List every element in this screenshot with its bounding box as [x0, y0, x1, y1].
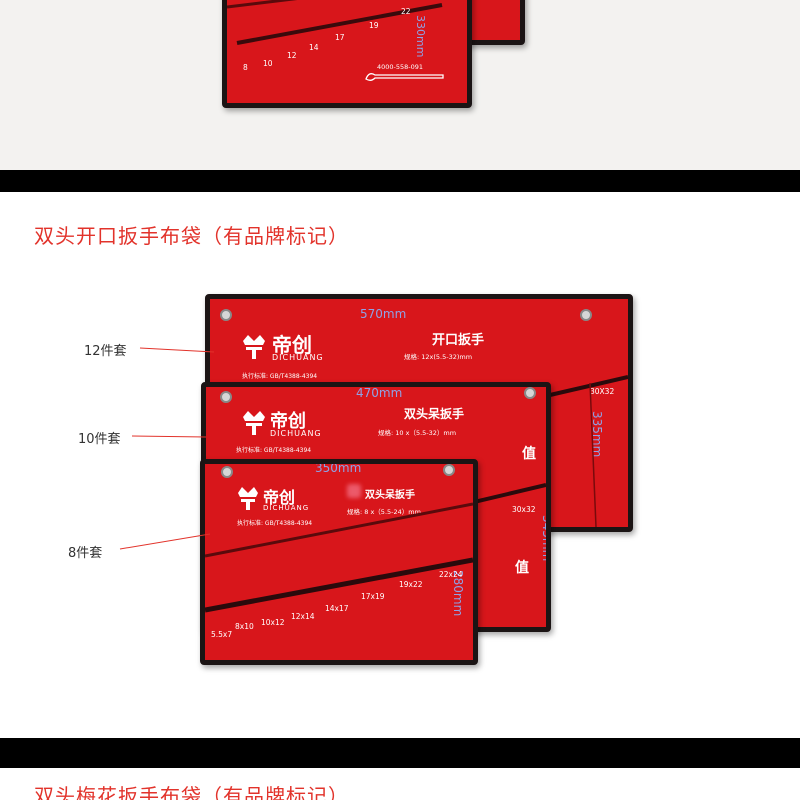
- top-phone: 4000-558-091: [377, 63, 424, 71]
- grommet-icon: [220, 309, 232, 321]
- top-pocket-lines: [227, 0, 443, 45]
- top-front-pouch: 8 10 12 14 17 19 22 330mm 4000-558-091: [222, 0, 472, 108]
- brand-name-cn: 帝创: [270, 411, 306, 432]
- pouch-8-piece: 帝创 DICHUANG 执行标准: GB/T4388-4394 双头呆扳手 规格…: [200, 459, 478, 665]
- grommet-icon: [580, 309, 592, 321]
- pouch-12-pocket-lines: [549, 375, 628, 527]
- slot-size-3: 12x14: [291, 612, 315, 621]
- width-dimension: 350mm: [315, 461, 362, 475]
- standard-text: 执行标准: GB/T4388-4394: [236, 447, 312, 454]
- grommet-icon: [220, 391, 232, 403]
- pouch-8-pocket-lines: [205, 502, 473, 613]
- partial-slogan-front: 值: [515, 560, 529, 576]
- product-title: 开口扳手: [432, 333, 485, 348]
- slot-size-4: 14x17: [325, 604, 349, 613]
- top-size-2: 12: [287, 51, 297, 60]
- grommet-icon: [221, 466, 233, 478]
- slot-size-6: 19x22: [399, 580, 423, 589]
- blurred-logo: [347, 484, 361, 498]
- section-open-end-wrench-pouches: 双头开口扳手布袋（有品牌标记） 帝创 DICHUANG 执行标准: GB/T43…: [0, 192, 800, 738]
- width-dimension: 470mm: [356, 386, 403, 400]
- top-photo: 8 10 12 14 17 19 22 330mm 4000-558-091: [0, 0, 800, 170]
- divider-band-2: [0, 738, 800, 768]
- slot-size-2: 10x12: [261, 618, 285, 627]
- grommet-icon: [443, 464, 455, 476]
- slot-size-5: 17x19: [361, 592, 385, 601]
- slot-size-0: 5.5x7: [211, 630, 233, 639]
- standard-text: 执行标准: GB/T4388-4394: [242, 373, 318, 380]
- crown-logo-icon: [238, 487, 258, 510]
- size-label: 30X32: [590, 387, 615, 396]
- section2-heading: 双头梅花扳手布袋（有品牌标记）: [34, 784, 349, 800]
- top-size-4: 17: [335, 33, 345, 42]
- section1-heading: 双头开口扳手布袋（有品牌标记）: [34, 224, 349, 248]
- size-label: 30x32: [512, 505, 536, 514]
- brand-name-en: DICHUANG: [270, 429, 322, 438]
- brand-name-cn: 帝创: [263, 488, 296, 507]
- top-size-0: 8: [243, 63, 248, 72]
- brand-name-cn: 帝创: [272, 333, 312, 357]
- product-spec: 规格: 12x(5.5-32)mm: [404, 353, 473, 361]
- width-dimension: 570mm: [360, 307, 407, 321]
- top-size-6: 22: [401, 7, 411, 16]
- top-size-1: 10: [263, 59, 273, 68]
- top-size-3: 14: [309, 43, 319, 52]
- product-title: 双头呆扳手: [404, 407, 465, 421]
- section-box-end-wrench-pouches: 双头梅花扳手布袋（有品牌标记）: [0, 768, 800, 800]
- callout-10-piece: 10件套: [78, 432, 121, 447]
- slot-size-7: 22x24: [439, 570, 463, 579]
- product-spec: 规格: 10 x（5.5-32）mm: [378, 429, 457, 437]
- top-height-dimension: 330mm: [414, 15, 427, 58]
- divider-band-1: [0, 170, 800, 192]
- grommet-icon: [524, 387, 536, 399]
- slot-size-1: 8x10: [235, 622, 254, 631]
- callout-arrows: [119, 347, 215, 550]
- brand-name-en: DICHUANG: [272, 353, 324, 362]
- product-spec: 规格: 8 x（5.5-24）mm: [347, 508, 421, 516]
- crown-logo-icon: [243, 411, 265, 435]
- standard-text: 执行标准: GB/T4388-4394: [237, 520, 313, 527]
- product-title: 双头呆扳手: [365, 490, 415, 501]
- callout-12-piece: 12件套: [84, 344, 127, 359]
- crown-logo-icon: [243, 335, 265, 359]
- top-size-5: 19: [369, 21, 379, 30]
- partial-slogan: 值: [522, 446, 536, 462]
- brand-name-en: DICHUANG: [263, 504, 310, 512]
- wrench-logo-icon: [365, 73, 444, 81]
- callout-8-piece: 8件套: [68, 546, 103, 561]
